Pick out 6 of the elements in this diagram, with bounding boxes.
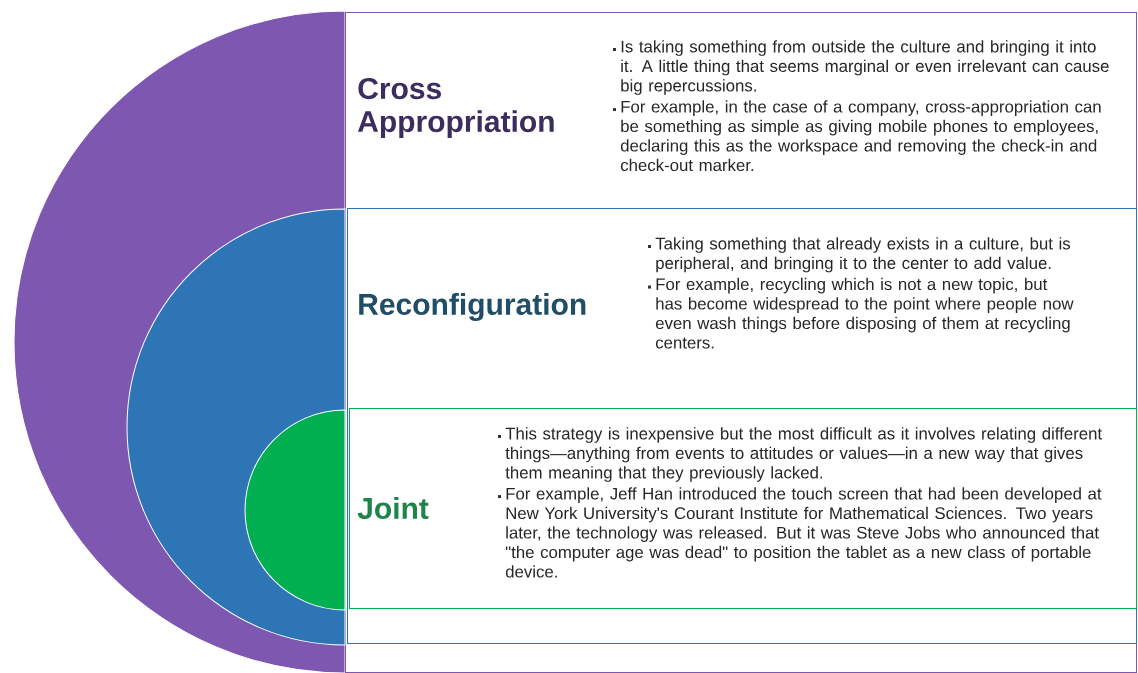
heading: Cross Appropriation	[357, 77, 554, 139]
bullet-text: For example, recycling which is not a new topic, but has become widespread to the point where people now even wash things before disposing of them at recycling centers.	[655, 277, 1074, 349]
bullet-text: For example, in the case of a company, cross-appropriation can be something as simple as giving mobile phones to employees, declaring this as the workspace and removing the check-in and check-out marker.	[620, 100, 1101, 172]
bullet-text: Is taking something from outside the culture and bringing it into it. A little thing that seems marginal or even irrelevant can cause big repercussions.	[621, 40, 1109, 95]
bullet-text: Taking something that already exists in a culture, but is peripheral, and bringing it to the center to add value.	[655, 237, 1071, 273]
heading: Reconfiguration	[359, 292, 586, 322]
